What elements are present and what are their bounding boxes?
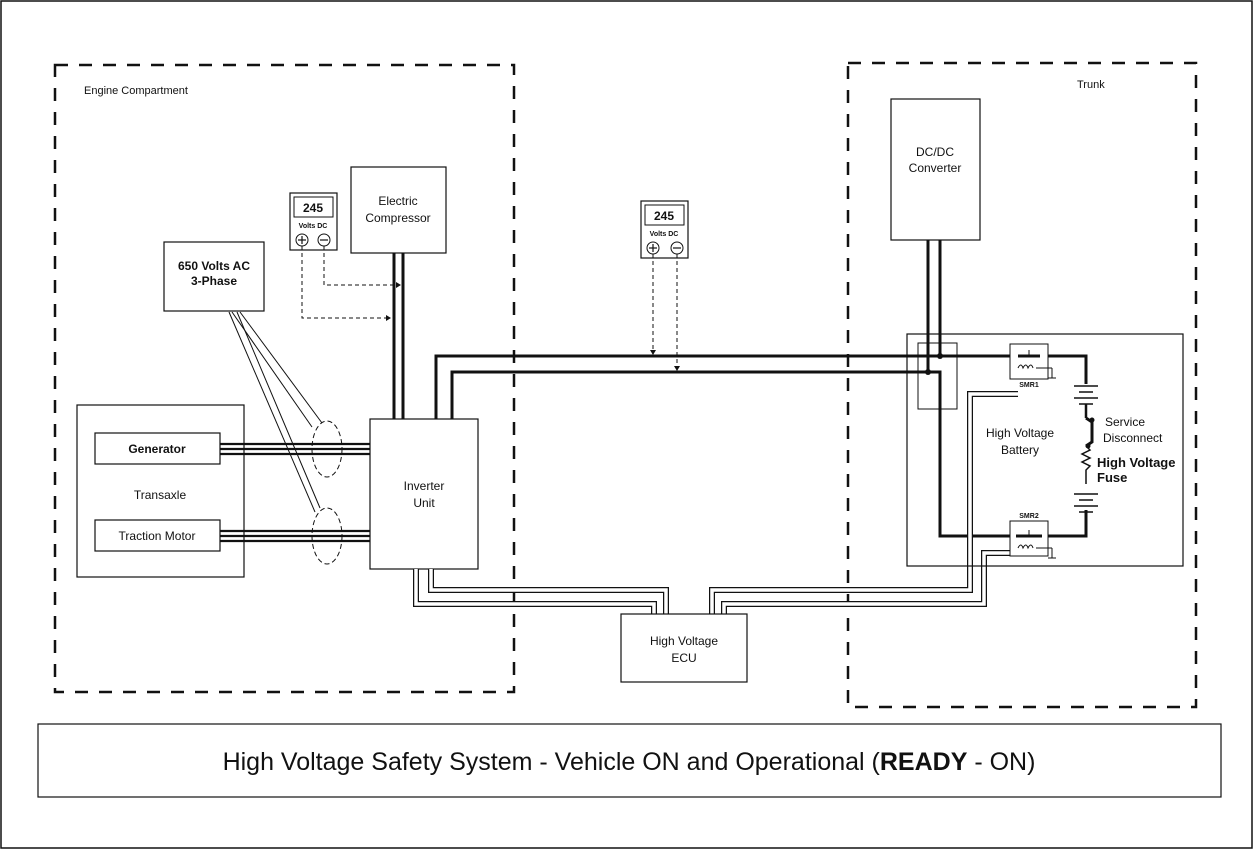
ecu-label-1: High Voltage [650,634,718,648]
battery-label-1: High Voltage [986,426,1054,440]
probe-arrow [674,366,680,371]
traction-motor-label: Traction Motor [119,529,196,543]
hv-dc-bus [434,354,1088,538]
hv-fuse [1080,445,1092,484]
probe-arrow [386,315,391,321]
engine-compartment-zone: Engine Compartment [53,63,516,694]
fuse-label-2: Fuse [1097,470,1127,485]
dcdc-label-2: Converter [909,161,962,175]
transaxle-label: Transaxle [134,488,187,502]
caption-text: High Voltage Safety System - Vehicle ON … [223,748,1036,776]
compressor-label-2: Compressor [365,211,430,225]
generator-phase-ellipse [311,420,343,478]
smr2-label: SMR2 [1019,513,1039,520]
junction-block [917,342,958,410]
ac-voltage-callout: 650 Volts AC 3-Phase [163,241,323,513]
voltmeter-2-probes [652,254,678,370]
trunk-zone: Trunk [846,61,1198,709]
battery-cells-upper [1074,356,1098,418]
voltmeter-1-value: 245 [303,201,323,215]
smr2-relay: SMR2 [1009,513,1056,559]
battery-pack-outline [906,333,1184,567]
ecu-signal-wires [413,391,1018,614]
battery-label-2: Battery [1001,443,1039,457]
caption-suffix: - ON) [967,748,1035,776]
motor-phase-cables [220,529,370,543]
compressor-cables [392,253,405,419]
smr1-relay: SMR1 [1009,343,1056,389]
generator-label: Generator [128,442,186,456]
inverter-label-1: Inverter [404,479,445,493]
dcdc-cables [926,240,942,372]
service-label-1: Service [1105,415,1145,429]
trunk-label: Trunk [1077,79,1105,91]
caption-prefix: High Voltage Safety System - Vehicle ON … [223,748,881,776]
dcdc-converter-box: DC/DC Converter [890,98,981,241]
caption-bold: READY [880,748,968,776]
voltmeter-1-probes [301,246,399,319]
service-disconnect [1085,416,1095,449]
dcdc-junction-neg [925,369,931,375]
smr1-label: SMR1 [1019,382,1039,389]
inverter-unit-box: Inverter Unit [369,418,479,570]
voltmeter-2-unit: Volts DC [650,231,679,238]
inverter-label-2: Unit [413,496,435,510]
voltmeter-2-value: 245 [654,209,674,223]
voltmeter-1: 245 Volts DC [289,192,338,251]
probe-arrow [396,282,401,288]
probe-arrow [650,350,656,355]
voltmeter-1-unit: Volts DC [299,223,328,230]
compressor-label-1: Electric [378,194,417,208]
hv-ecu-box: High Voltage ECU [620,613,748,683]
battery-cells-lower [1074,493,1098,536]
ac-voltage-label: 650 Volts AC [178,259,250,273]
ac-phase-label: 3-Phase [191,274,237,288]
dcdc-label-1: DC/DC [916,145,954,159]
traction-motor-box: Traction Motor [94,519,221,552]
voltmeter-2: 245 Volts DC [640,200,689,259]
dcdc-junction-pos [937,353,943,359]
engine-compartment-label: Engine Compartment [84,85,188,97]
caption-box: High Voltage Safety System - Vehicle ON … [37,723,1222,798]
service-label-2: Disconnect [1103,431,1163,445]
fuse-label-1: High Voltage [1097,455,1175,470]
generator-box: Generator [94,432,221,465]
electric-compressor-box: Electric Compressor [350,166,447,254]
motor-phase-ellipse [311,507,343,565]
ecu-label-2: ECU [671,651,696,665]
